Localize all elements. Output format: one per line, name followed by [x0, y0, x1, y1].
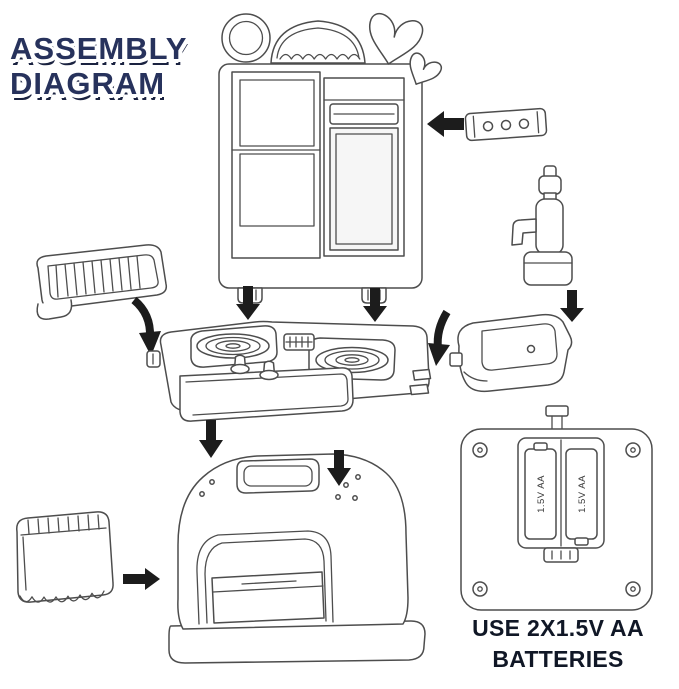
title-line-1: ASSEMBLY [10, 31, 188, 66]
battery-instruction-line-2: BATTERIES [492, 646, 624, 673]
mounting-bracket-part [464, 107, 548, 142]
battery-label-2: 1.5V AA [577, 475, 588, 513]
title-line-2: DIAGRAM [10, 65, 166, 101]
arrow-down-faucet-icon [560, 290, 584, 322]
dish-rack-part [36, 244, 168, 320]
scallop-awning [270, 20, 366, 64]
battery-instruction-text: USE 2X1.5V AA BATTERIES [447, 613, 669, 675]
arrow-down-panel-left-icon [236, 286, 260, 320]
heart-large-icon [368, 12, 424, 65]
page-title: ASSEMBLY DIAGRAM [10, 31, 188, 101]
arrow-down-panel-right-icon [363, 288, 387, 322]
stovetop-part [146, 320, 432, 422]
arrow-right-side-panel-icon [123, 568, 160, 590]
base-unit-part [168, 453, 426, 664]
faucet-part [511, 165, 573, 286]
arrow-curved-sink-icon [428, 309, 451, 366]
battery-instruction-line-1: USE 2X1.5V AA [472, 615, 644, 641]
arrow-curved-rack-icon [131, 296, 161, 356]
battery-label-1: 1.5V AA [536, 475, 547, 513]
heart-small-icon [409, 52, 443, 85]
arrow-down-into-base-icon [327, 450, 351, 486]
arrow-left-bracket-icon [427, 111, 464, 137]
side-panel-part [15, 511, 114, 603]
sink-part [449, 313, 573, 393]
back-panel-part [218, 12, 443, 304]
arrow-down-stove-to-base-icon [199, 420, 223, 458]
battery-compartment-diagram: 1.5V AA 1.5V AA [460, 405, 653, 611]
